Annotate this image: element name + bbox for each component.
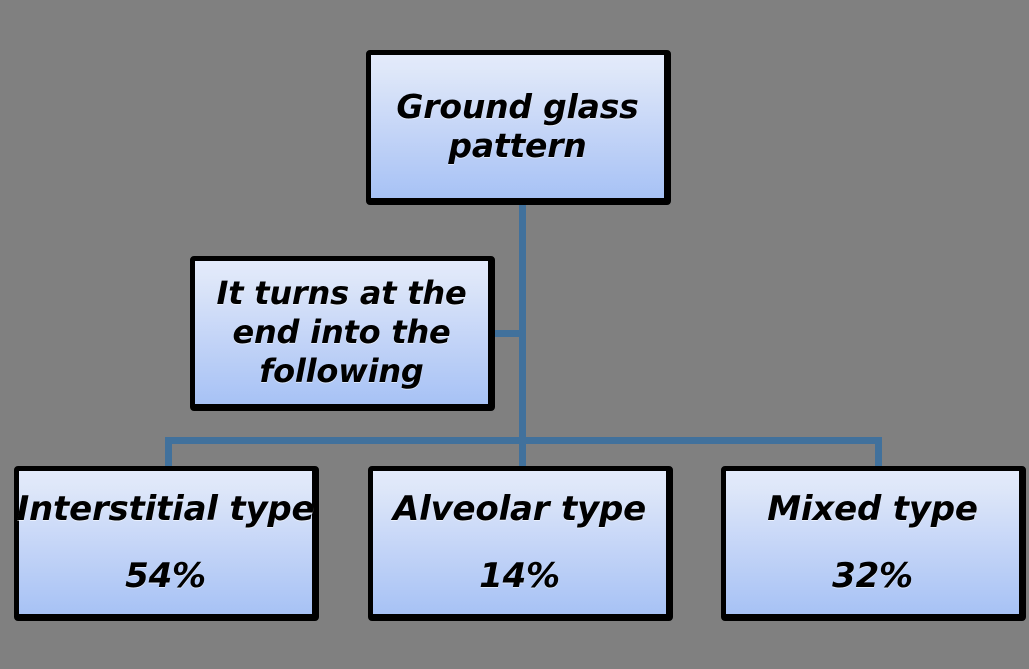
connector-note-stub — [489, 330, 523, 337]
node-transition-note[interactable]: It turns at the end into the following — [190, 256, 495, 411]
connector-root-trunk — [519, 200, 526, 444]
connector-drop-alveolar — [519, 437, 526, 470]
node-note-line-3: following — [259, 352, 424, 391]
node-interstitial-type[interactable]: Interstitial type 54% — [14, 466, 319, 621]
node-alveolar-value: 14% — [479, 555, 560, 596]
connector-drop-mixed — [875, 437, 882, 470]
node-interstitial-value: 54% — [125, 555, 206, 596]
connector-drop-interstitial — [165, 437, 172, 470]
node-mixed-type[interactable]: Mixed type 32% — [721, 466, 1026, 621]
node-alveolar-type[interactable]: Alveolar type 14% — [368, 466, 673, 621]
node-note-line-1: It turns at the — [216, 273, 467, 312]
node-interstitial-label: Interstitial type — [16, 488, 315, 529]
node-mixed-value: 32% — [832, 555, 913, 596]
node-ground-glass-pattern[interactable]: Ground glass pattern — [366, 50, 671, 205]
node-note-line-2: end into the — [232, 312, 451, 351]
node-mixed-label: Mixed type — [767, 488, 978, 529]
node-root-line-2: pattern — [448, 125, 587, 165]
node-alveolar-label: Alveolar type — [393, 488, 646, 529]
node-root-line-1: Ground glass — [396, 86, 639, 126]
